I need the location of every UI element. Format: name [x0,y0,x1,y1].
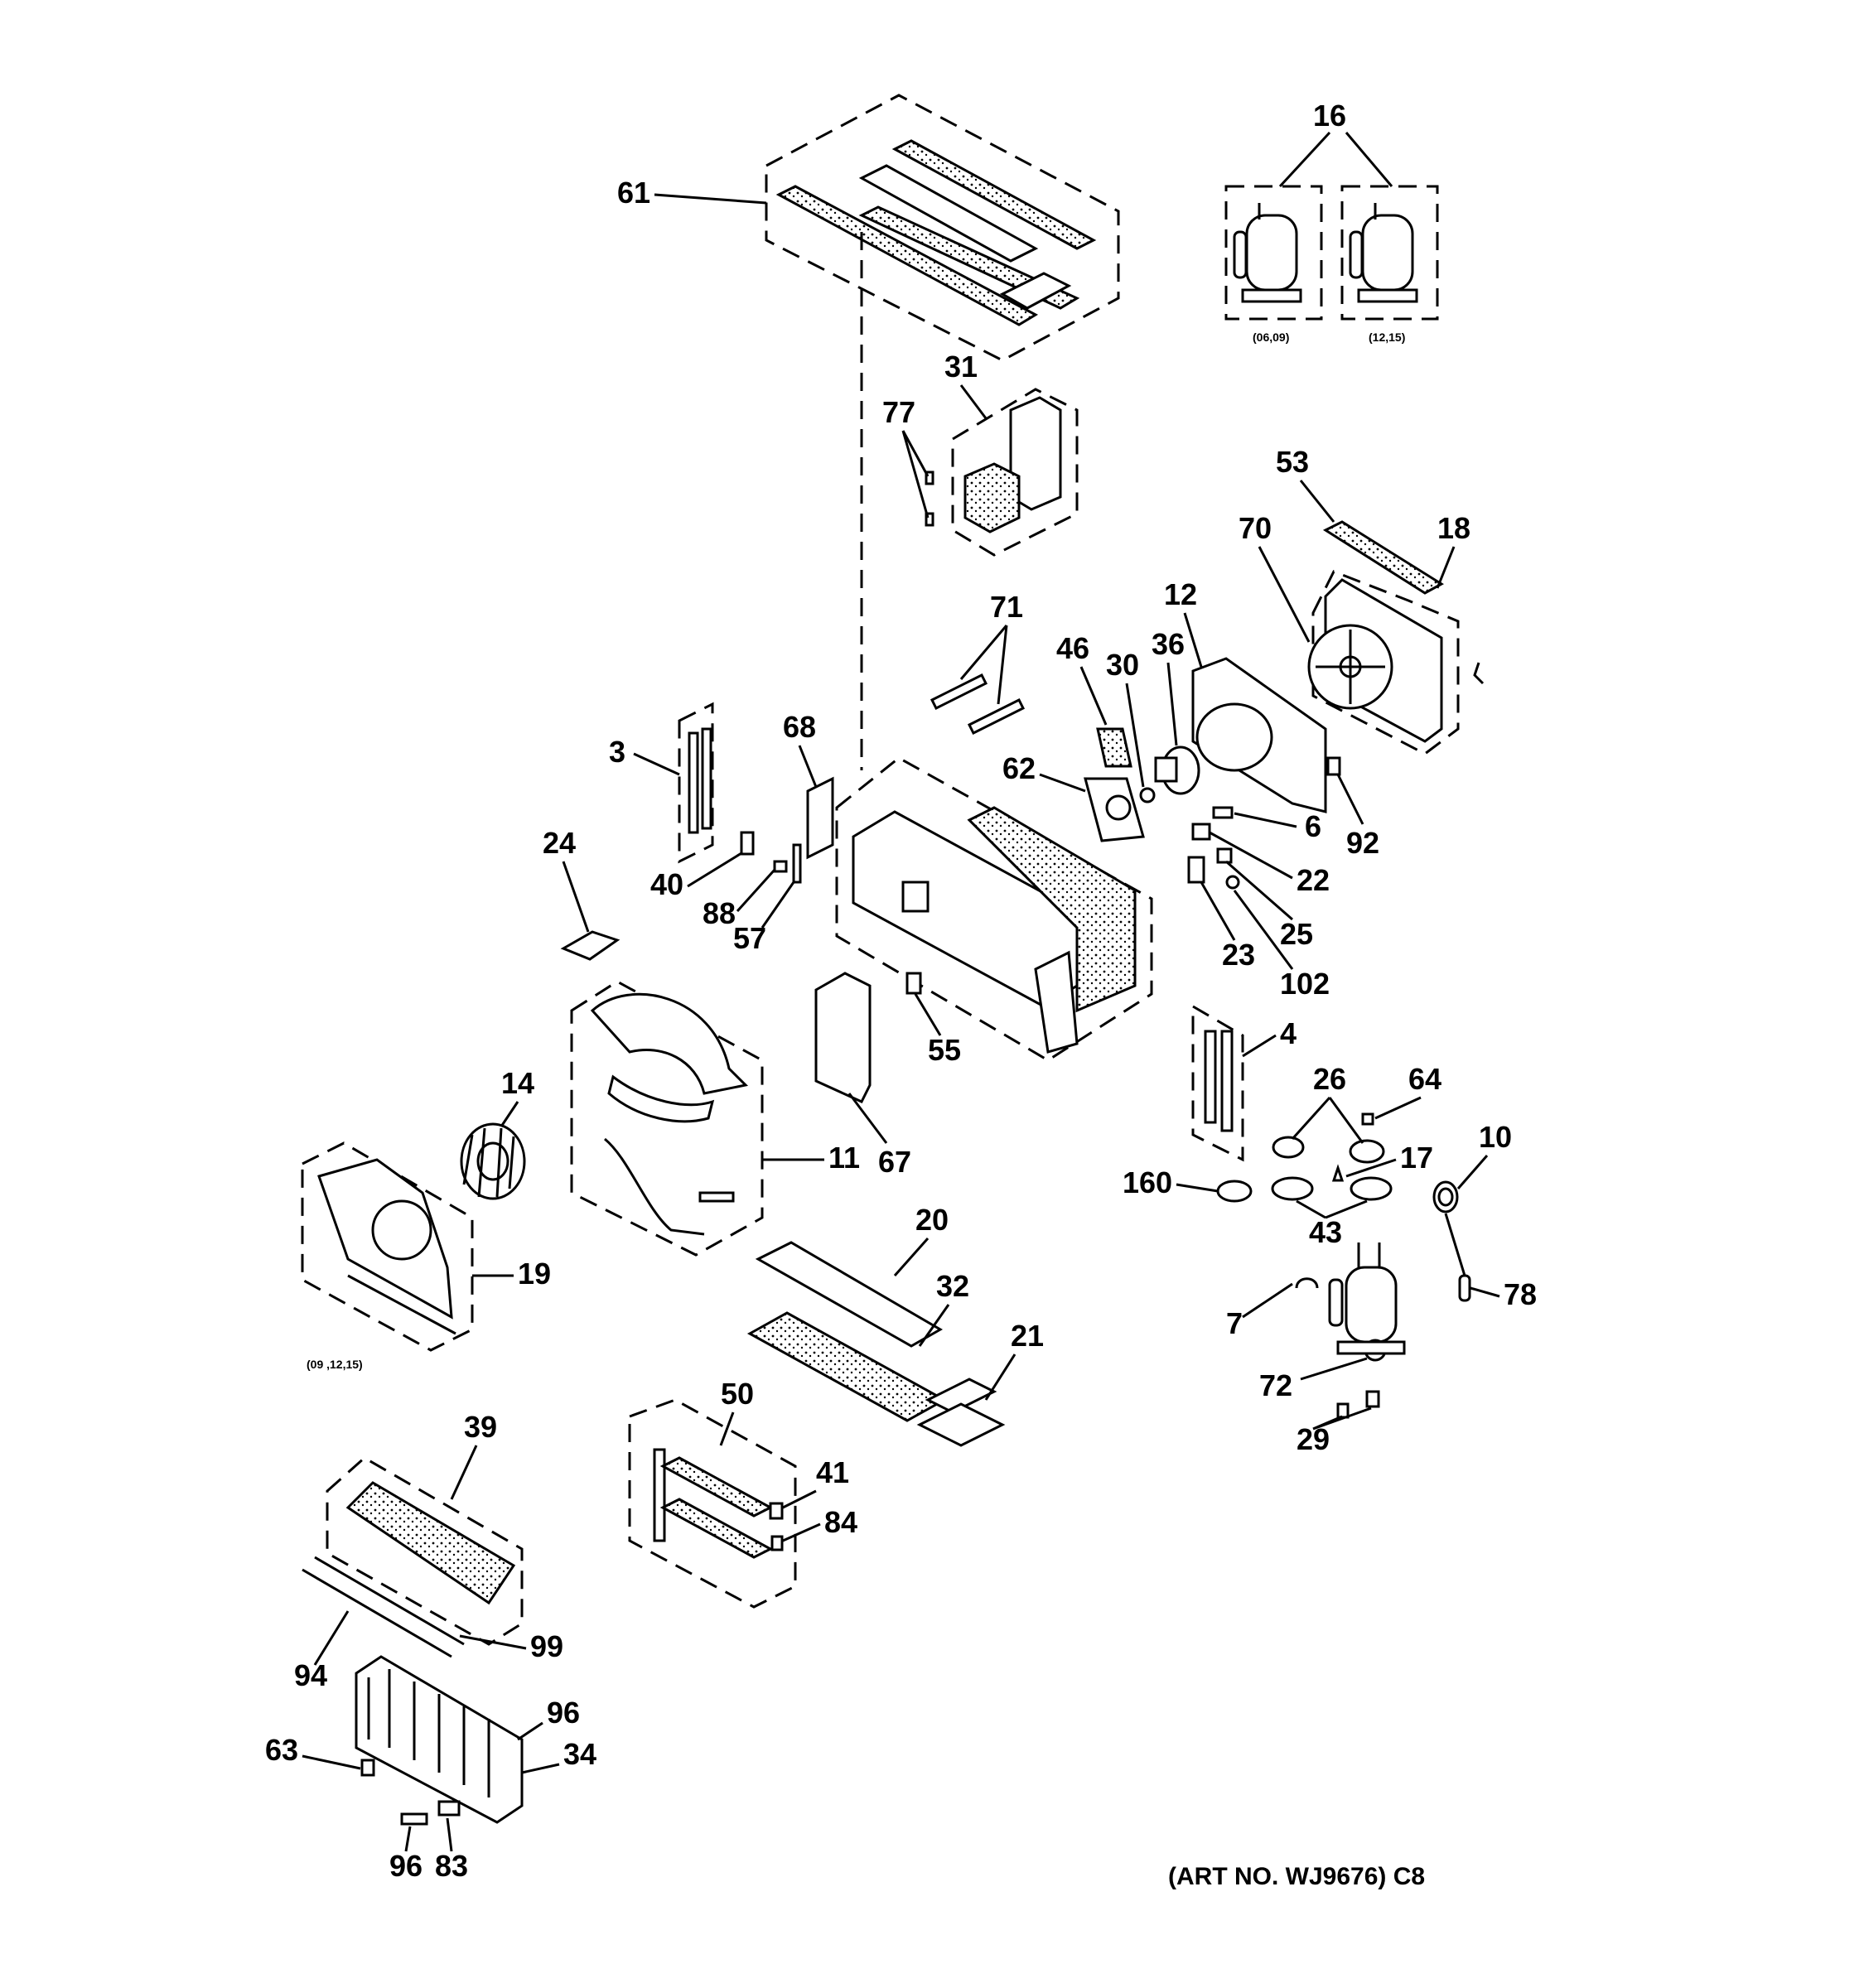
small-hardware-right [1187,662,1485,890]
callout-96-upper: 96 [547,1696,580,1730]
callout-71: 71 [990,590,1023,624]
callout-77: 77 [882,395,915,429]
callout-24: 24 [543,826,576,860]
callout-labels: 16 61 31 77 53 18 70 12 36 30 46 71 3 68… [265,99,1537,1883]
callout-19: 19 [518,1257,551,1291]
compressor-right-variant: (12,15) [1369,331,1405,344]
callout-88: 88 [703,896,736,930]
callout-61: 61 [617,176,650,210]
callout-29: 29 [1297,1422,1330,1456]
callout-68: 68 [783,710,816,744]
panel-67 [814,972,872,1103]
callout-40: 40 [650,867,683,901]
scroll-19: (09 ,12,15) [301,1141,474,1371]
callout-55: 55 [928,1033,961,1067]
callout-57: 57 [733,921,766,955]
callout-70: 70 [1239,511,1272,545]
callout-32: 32 [936,1269,969,1303]
callout-36: 36 [1152,627,1185,661]
side-rail-4 [1191,1004,1244,1162]
callout-41: 41 [816,1455,849,1489]
callout-11: 11 [828,1141,860,1175]
callout-94: 94 [294,1658,327,1692]
callout-72: 72 [1259,1368,1292,1402]
callout-78: 78 [1504,1277,1537,1311]
condenser-assembly [1307,520,1460,755]
callout-53: 53 [1276,445,1309,479]
evaporator-coil-34 [355,1655,524,1826]
compressor-assembly [1295,1242,1406,1419]
callout-102: 102 [1280,967,1330,1001]
capillary-and-sensor [1432,1180,1471,1302]
callout-30: 30 [1106,648,1139,682]
callout-67: 67 [878,1145,911,1179]
plate-24 [560,930,621,961]
callout-39: 39 [464,1410,497,1444]
callout-83: 83 [435,1849,468,1883]
compressor-variants: (06,09) (12,15) [1224,185,1439,344]
callout-18: 18 [1437,511,1470,545]
fan-shroud-and-motor [1084,657,1327,842]
callout-3: 3 [609,735,625,769]
callout-7: 7 [1226,1306,1243,1340]
top-panel-assembly [765,94,1120,362]
callout-31: 31 [944,350,978,384]
control-panel-50 [628,1398,797,1609]
compressor-mounts [1216,1112,1393,1203]
callout-14: 14 [501,1066,534,1100]
callout-43: 43 [1309,1215,1342,1249]
callout-84: 84 [824,1505,857,1539]
callout-46: 46 [1056,631,1089,665]
scroll-variant-note: (09 ,12,15) [307,1358,363,1371]
callout-23: 23 [1222,938,1255,972]
callout-26: 26 [1313,1062,1346,1096]
callout-34: 34 [563,1737,596,1771]
callout-96-lower: 96 [389,1849,423,1883]
base-chassis [835,756,1153,1062]
callout-92: 92 [1346,826,1379,860]
callout-17: 17 [1400,1141,1433,1175]
callout-50: 50 [721,1377,754,1411]
callout-4: 4 [1280,1016,1297,1050]
callout-64: 64 [1408,1062,1441,1096]
callout-63: 63 [265,1733,298,1767]
callout-6: 6 [1305,809,1321,843]
callout-12: 12 [1164,577,1197,611]
compressor-left-variant: (06,09) [1253,331,1289,344]
callout-10: 10 [1479,1120,1512,1154]
callout-160: 160 [1123,1165,1172,1199]
compressor-06-09 [1233,203,1302,303]
art-number: (ART NO. WJ9676) C8 [1168,1863,1425,1890]
callout-21: 21 [1011,1319,1044,1353]
side-rail-3 [678,702,755,864]
front-grille-39 [302,1456,524,1658]
callout-16: 16 [1313,99,1346,133]
callout-99: 99 [530,1629,563,1663]
callout-25: 25 [1280,917,1313,951]
callout-20: 20 [915,1203,949,1237]
gasket-assembly [925,388,1079,557]
bracket-68 [773,776,834,884]
scroll-housing-11 [570,980,764,1257]
blower-wheel-14 [460,1122,526,1200]
drain-pans [746,1241,1006,1447]
callout-22: 22 [1297,863,1330,897]
callout-62: 62 [1002,751,1036,785]
compressor-12-15 [1349,203,1418,303]
brackets-71 [930,673,1026,736]
